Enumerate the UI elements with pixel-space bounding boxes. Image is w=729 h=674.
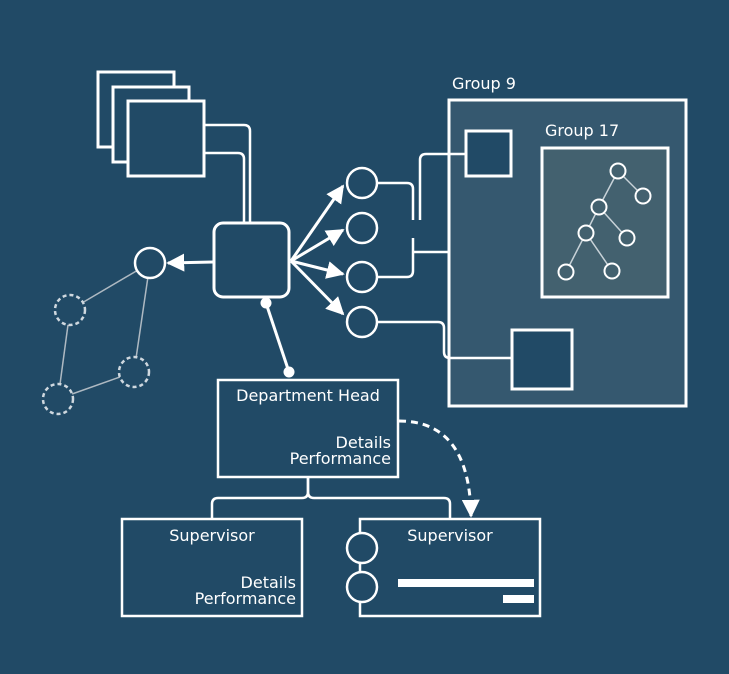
department-head-card: Department Head Details Performance bbox=[216, 378, 400, 479]
tree-node bbox=[577, 224, 595, 242]
supervisor-left-title: Supervisor bbox=[169, 526, 255, 545]
group-9-label: Group 9 bbox=[452, 74, 516, 93]
group-9-small-node bbox=[464, 129, 513, 178]
supervisor-right-card: Supervisor bbox=[345, 517, 542, 618]
dashed-reporting-arrow bbox=[398, 419, 480, 518]
fanout-node bbox=[345, 305, 379, 339]
hub-to-head-link bbox=[260, 297, 295, 378]
central-hub-node bbox=[212, 221, 291, 299]
fanout-node bbox=[345, 260, 379, 294]
tree-node bbox=[557, 263, 575, 281]
tree-nodes bbox=[557, 162, 652, 281]
placeholder-bar-short bbox=[503, 595, 534, 603]
tree-node bbox=[603, 262, 621, 280]
org-tree-connectors bbox=[210, 477, 452, 519]
department-head-details: Details bbox=[336, 433, 391, 452]
supervisor-left-card: Supervisor Details Performance bbox=[120, 517, 304, 618]
fanout-node bbox=[345, 211, 379, 245]
tree-node bbox=[618, 229, 636, 247]
hub-to-cluster-arrow bbox=[166, 253, 214, 272]
supervisor-right-port bbox=[345, 570, 379, 604]
group-17: Group 17 bbox=[540, 121, 670, 299]
supervisor-right-title: Supervisor bbox=[407, 526, 493, 545]
left-network-cluster bbox=[41, 246, 167, 416]
department-head-title: Department Head bbox=[236, 386, 380, 405]
supervisor-left-performance: Performance bbox=[195, 589, 296, 608]
network-node bbox=[133, 246, 167, 280]
network-node-dashed bbox=[117, 355, 151, 389]
fanout-nodes bbox=[345, 166, 379, 339]
department-head-performance: Performance bbox=[290, 449, 391, 468]
placeholder-bar bbox=[398, 579, 534, 587]
fanout-arrows bbox=[289, 184, 345, 316]
tree-node bbox=[590, 198, 608, 216]
network-node-dashed bbox=[53, 293, 87, 327]
stacked-documents-icon bbox=[96, 70, 206, 178]
group-17-label: Group 17 bbox=[545, 121, 619, 140]
supervisor-right-port bbox=[345, 531, 379, 565]
group-9-large-node bbox=[510, 328, 574, 391]
fanout-node bbox=[345, 166, 379, 200]
network-node-dashed bbox=[41, 382, 75, 416]
group-connectors bbox=[377, 152, 512, 360]
document-connectors bbox=[204, 123, 252, 222]
tree-node bbox=[609, 162, 627, 180]
supervisor-left-details: Details bbox=[241, 573, 296, 592]
tree-node bbox=[634, 187, 652, 205]
